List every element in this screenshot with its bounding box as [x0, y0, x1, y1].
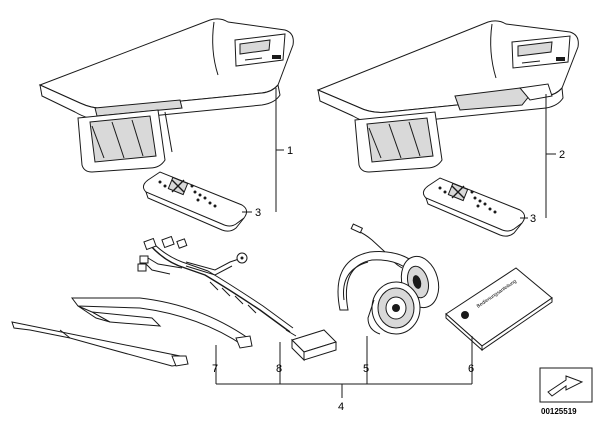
callout-5: 5	[363, 363, 369, 375]
callout-numbers: 1 2 3 3 7 8 5 6 4	[212, 145, 565, 413]
headphones	[337, 223, 440, 335]
callout-3a: 3	[255, 207, 261, 219]
arrow-icon	[547, 375, 584, 397]
callout-3b: 3	[530, 213, 536, 225]
callout-7: 7	[212, 363, 218, 375]
callout-2: 2	[559, 149, 565, 161]
overhead-console-1	[38, 18, 294, 173]
remote-control-b	[422, 177, 526, 237]
callout-8: 8	[276, 363, 282, 375]
callout-leaders	[215, 88, 556, 398]
catalog-code-box: 00125519	[539, 367, 593, 416]
callout-6: 6	[468, 363, 474, 375]
owners-manual: Bedienungsanleitung	[445, 267, 553, 352]
callout-4: 4	[338, 401, 344, 413]
overhead-console-2	[316, 20, 579, 173]
callout-1: 1	[287, 145, 293, 157]
catalog-code: 00125519	[541, 407, 577, 416]
remote-control-a	[142, 171, 248, 232]
wiring-harness	[137, 235, 337, 362]
mounting-bracket	[11, 297, 253, 367]
